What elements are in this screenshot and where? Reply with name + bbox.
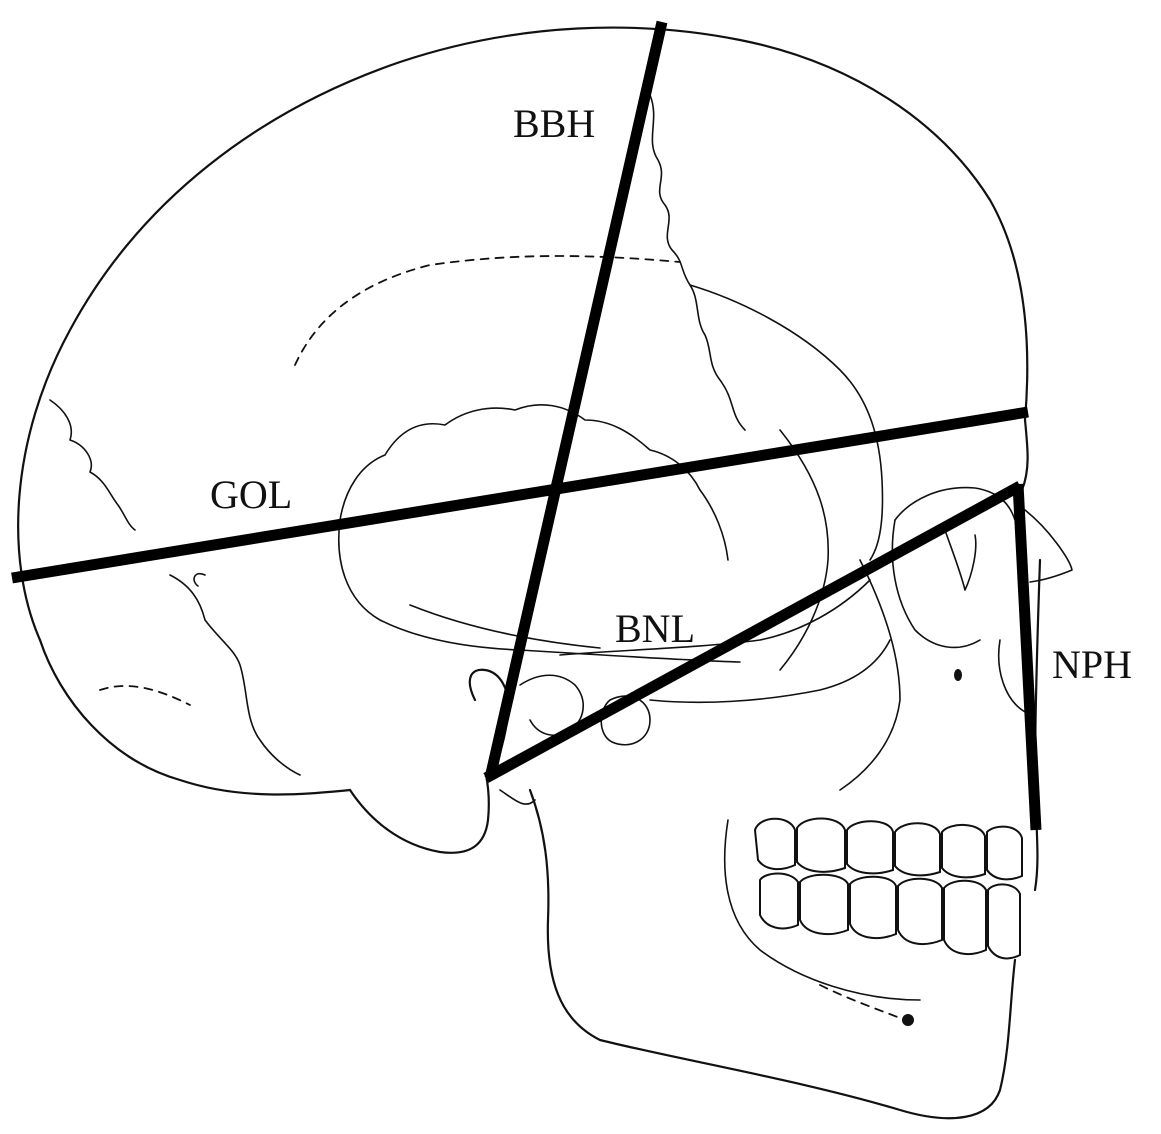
bnl-line bbox=[486, 486, 1020, 778]
bnl-label: BNL bbox=[615, 606, 695, 651]
nph-line bbox=[1018, 484, 1036, 830]
sutures bbox=[50, 95, 745, 775]
teeth bbox=[755, 818, 1022, 958]
nph-label: NPH bbox=[1052, 642, 1132, 687]
measurement-labels: BBH GOL BNL NPH bbox=[210, 100, 1132, 687]
gol-line bbox=[12, 412, 1028, 578]
gol-label: GOL bbox=[210, 472, 292, 517]
bbh-label: BBH bbox=[513, 101, 595, 146]
